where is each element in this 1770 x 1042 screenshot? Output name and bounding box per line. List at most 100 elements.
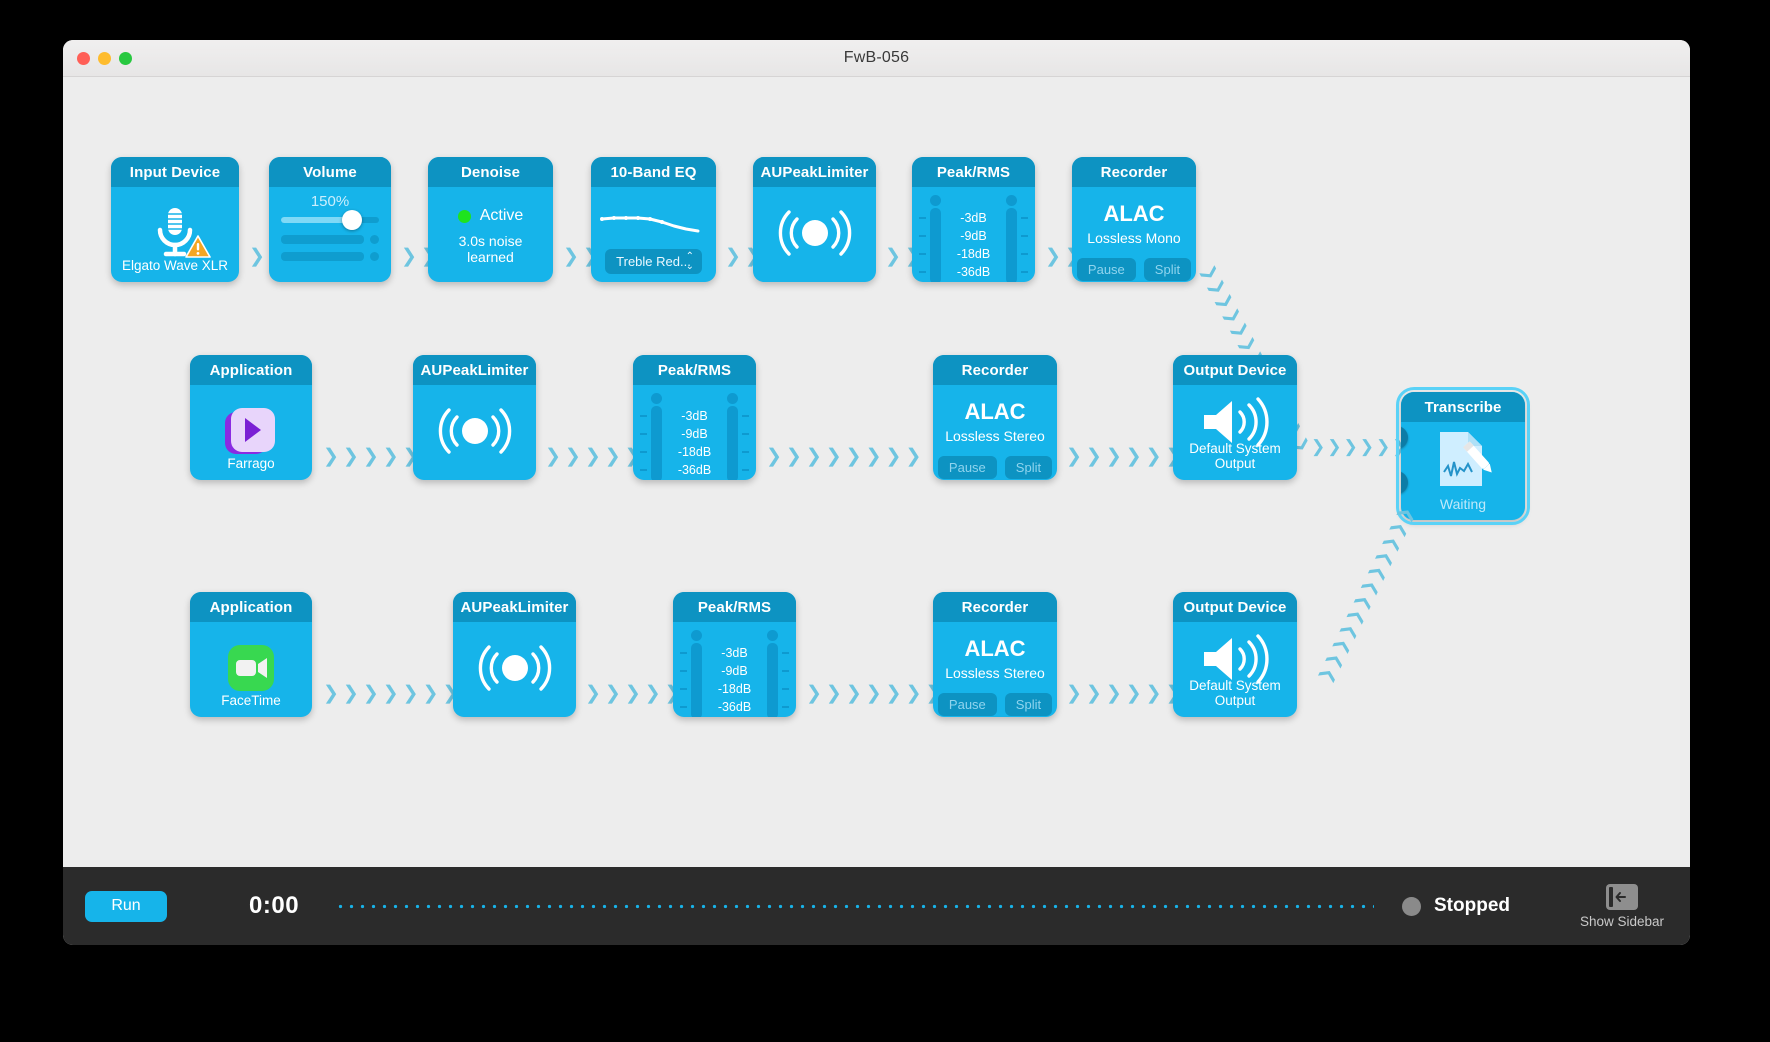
volume-channel-row[interactable]: [281, 252, 379, 261]
meter-scale-label: -9dB: [681, 427, 708, 441]
minimize-window-button[interactable]: [98, 52, 111, 65]
recorder-split-button[interactable]: Split: [1143, 258, 1192, 281]
node-header: Application: [190, 592, 312, 622]
transcribe-input-1[interactable]: 1: [1401, 426, 1408, 449]
node-transcribe[interactable]: Transcribe Waiting: [1396, 387, 1530, 525]
facetime-app-icon: [196, 630, 306, 706]
meter-bar: [651, 406, 662, 480]
volume-channel-row[interactable]: [281, 235, 379, 244]
show-sidebar-label: Show Sidebar: [1579, 913, 1665, 929]
recorder-pause-button[interactable]: Pause: [937, 693, 997, 716]
node-caption: FaceTime: [221, 692, 281, 708]
transport-bar: Run 0:00 Stopped Show Sidebar: [63, 867, 1690, 945]
denoise-state: Active: [479, 207, 524, 224]
farrago-app-icon: [196, 393, 306, 469]
meter-scale-label: -3dB: [681, 409, 708, 423]
connector-arrows: ❯❯❯❯❯❯❯❯❯❯❯❯: [1315, 501, 1418, 686]
meter-cap: [767, 630, 778, 641]
connector-arrows: ❯❯❯❯❯❯❯: [1066, 683, 1206, 704]
meter-scale-label: -18dB: [677, 445, 712, 459]
node-header: Peak/RMS: [633, 355, 756, 385]
window-title: FwB-056: [843, 49, 910, 66]
denoise-detail: 3.0s noise learned: [458, 233, 523, 265]
meter-bar: [691, 643, 702, 717]
node-input-device[interactable]: Input Device: [111, 157, 239, 282]
transcribe-input-badges: 1 2 3: [1401, 426, 1408, 520]
node-recorder-2[interactable]: Recorder ALAC Lossless Stereo Pause Spli…: [933, 355, 1057, 480]
node-header: Transcribe: [1401, 392, 1525, 422]
meter-bar: [1006, 208, 1017, 282]
node-header: Peak/RMS: [912, 157, 1035, 187]
meter-scale-label: -9dB: [960, 229, 987, 243]
channel-dot: [370, 252, 379, 261]
meter-bar: [767, 643, 778, 717]
recorder-split-button[interactable]: Split: [1004, 693, 1053, 716]
status-dot-icon: [1402, 896, 1421, 916]
maximize-window-button[interactable]: [119, 52, 132, 65]
node-header: AUPeakLimiter: [753, 157, 876, 187]
volume-slider[interactable]: [281, 210, 379, 230]
progress-track[interactable]: [335, 903, 1374, 909]
node-application-farrago[interactable]: Application Farrago: [190, 355, 312, 480]
meter-cap: [691, 630, 702, 641]
title-bar: FwB-056: [63, 40, 1690, 77]
eq-preset-label: Treble Red...: [616, 254, 691, 269]
transcribe-input-2[interactable]: 2: [1401, 471, 1408, 494]
show-sidebar-button[interactable]: Show Sidebar: [1570, 883, 1674, 929]
recorder-format: ALAC: [964, 399, 1026, 424]
node-aupeaklimiter-3[interactable]: AUPeakLimiter: [453, 592, 576, 717]
recorder-format: ALAC: [1103, 201, 1165, 226]
meter-cap: [651, 393, 662, 404]
node-denoise[interactable]: Denoise Active 3.0s noise learned: [428, 157, 553, 282]
recorder-format: ALAC: [964, 636, 1026, 661]
node-peak-rms-2[interactable]: Peak/RMS -3dB -9dB -18dB -36d: [633, 355, 756, 480]
node-recorder-3[interactable]: Recorder ALAC Lossless Stereo Pause Spli…: [933, 592, 1057, 717]
node-header: Output Device: [1173, 592, 1297, 622]
node-output-device-1[interactable]: Output Device Default System Output: [1173, 355, 1297, 480]
meter-scale-label: -3dB: [721, 646, 748, 660]
run-button[interactable]: Run: [85, 890, 167, 922]
connector-arrows: ❯❯❯❯❯❯❯: [323, 683, 463, 704]
node-header: Volume: [269, 157, 391, 187]
node-header: Recorder: [933, 592, 1057, 622]
node-header: Peak/RMS: [673, 592, 796, 622]
node-application-facetime[interactable]: Application FaceTime: [190, 592, 312, 717]
node-caption: Default System Output: [1189, 440, 1281, 471]
node-peak-rms-3[interactable]: Peak/RMS -3dB -9dB -18dB -36d: [673, 592, 796, 717]
volume-value: 150%: [310, 193, 350, 210]
limiter-waves-icon: [459, 630, 570, 706]
connector-arrows: ❯❯❯❯❯: [323, 446, 423, 467]
recorder-split-button[interactable]: Split: [1004, 456, 1053, 479]
meter-cap: [930, 195, 941, 206]
connector-arrows: ❯❯❯❯❯❯❯❯: [766, 446, 926, 467]
meter-scale-label: -36dB: [717, 700, 752, 714]
node-output-device-2[interactable]: Output Device Default System Output: [1173, 592, 1297, 717]
node-header: Application: [190, 355, 312, 385]
node-recorder-1[interactable]: Recorder ALAC Lossless Mono Pause Split: [1072, 157, 1196, 282]
meter-scale-label: -18dB: [956, 247, 991, 261]
meter-scale-label: -18dB: [717, 682, 752, 696]
volume-slider-knob[interactable]: [341, 210, 362, 230]
app-window: FwB-056 Input Device: [63, 40, 1690, 945]
microphone-icon: [147, 204, 211, 262]
node-header: Input Device: [111, 157, 239, 187]
meter-scale-label: -36dB: [677, 463, 712, 477]
node-header: Recorder: [1072, 157, 1196, 187]
node-caption: Elgato Wave XLR: [121, 257, 229, 273]
connector-arrows: ❯❯❯❯❯: [545, 446, 645, 467]
session-canvas[interactable]: Input Device: [63, 77, 1690, 867]
meter-scale-label: -9dB: [721, 664, 748, 678]
node-peak-rms-1[interactable]: Peak/RMS -3dB -9dB -18dB -36d: [912, 157, 1035, 282]
recorder-pause-button[interactable]: Pause: [1076, 258, 1136, 281]
recorder-pause-button[interactable]: Pause: [937, 456, 997, 479]
node-aupeaklimiter-1[interactable]: AUPeakLimiter: [753, 157, 876, 282]
node-volume[interactable]: Volume 150%: [269, 157, 391, 282]
meter-scale-label: -3dB: [960, 211, 987, 225]
close-window-button[interactable]: [77, 52, 90, 65]
eq-preset-dropdown[interactable]: Treble Red... ⌃⌄: [605, 249, 702, 274]
node-eq[interactable]: 10-Band EQ Treble Red... ⌃⌄: [591, 157, 716, 282]
node-caption: Farrago: [227, 455, 275, 471]
eq-curve-icon: [595, 197, 712, 253]
recorder-quality: Lossless Stereo: [945, 665, 1045, 681]
node-aupeaklimiter-2[interactable]: AUPeakLimiter: [413, 355, 536, 480]
